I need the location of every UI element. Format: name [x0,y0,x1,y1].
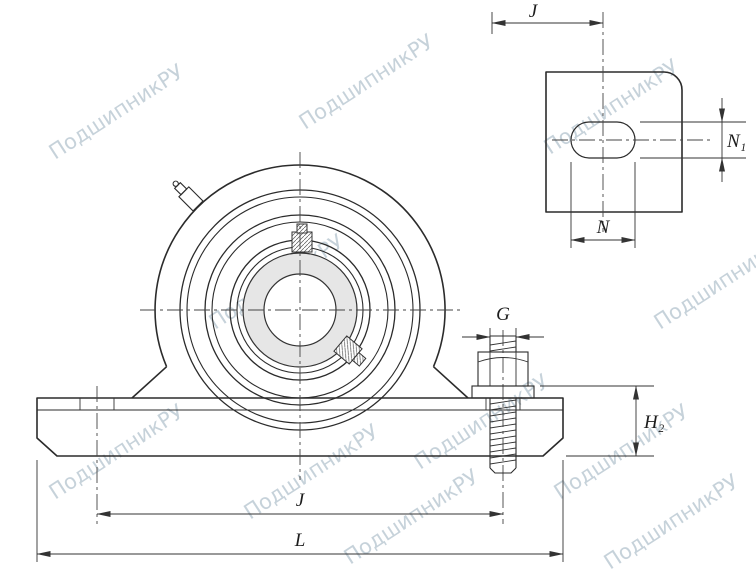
dim-label-top-j: J [529,1,539,22]
dim-g: G [462,304,544,348]
dim-extension-line [570,162,636,248]
dim-n1: N₁ [640,98,746,182]
dim-bottom-j: J [96,490,504,517]
dim-h2: H₂ [540,385,665,457]
set-screw-tip [351,351,367,367]
watermark-text: ПодшипникРУ [550,399,693,504]
watermark-text: ПодшипникРУ [45,59,188,164]
left-foot-slot-edges [79,398,115,410]
dim-label-bottom-j: J [296,490,306,511]
dim-l: L [36,460,564,562]
bolt-tip [489,467,517,474]
bolt-washer [471,385,535,399]
dim-top-j: J [491,1,604,34]
front-view [36,152,564,524]
watermark-text: ПодшипникРУ [410,369,553,474]
dim-label-l: L [294,530,306,551]
watermark-text: ПодшипникРУ [650,229,756,334]
dim-n: N [570,162,636,248]
dim-label-g: G [496,304,510,325]
base-plan-outline [545,71,683,213]
watermark-text: ПодшипникРУ [45,399,188,504]
watermark-text: ПодшипникРУ [540,54,683,159]
dim-label-h2: H₂ [643,412,665,433]
watermark-text: ПодшипникРУ [240,419,383,524]
watermark-text: ПодшипникРУ [295,29,438,134]
housing-side-right [432,366,469,399]
dim-label-n1: N₁ [726,131,746,152]
set-screw-tip [296,223,308,234]
dim-extension-line [36,460,564,562]
watermark-text: ПодшипникРУ [600,469,743,573]
right-foot-slot-edges [485,398,521,410]
bolt-nut-facets [477,352,529,386]
set-screw-side [333,335,367,367]
set-screw-body [291,231,313,253]
grease-fitting [172,180,204,212]
watermarks: ПодшипникРУ ПодшипникРУ ПодшипникРУ Подш… [45,29,756,573]
set-screw-top [291,223,313,253]
grease-fitting-neck [173,181,188,196]
base-outline [36,397,564,457]
top-view [545,12,712,232]
housing-side-left [131,366,168,399]
grease-fitting-body [178,186,204,212]
dim-extension-line [640,121,746,159]
dimensions: J N N₁ G H₂ [36,1,746,562]
bolt-thread-top [489,340,517,352]
grease-fitting-nipple [172,180,179,187]
dim-label-n: N [596,217,611,238]
watermark-text: ПодшипникРУ [340,464,483,569]
bolt-thread-hatch [489,399,517,465]
